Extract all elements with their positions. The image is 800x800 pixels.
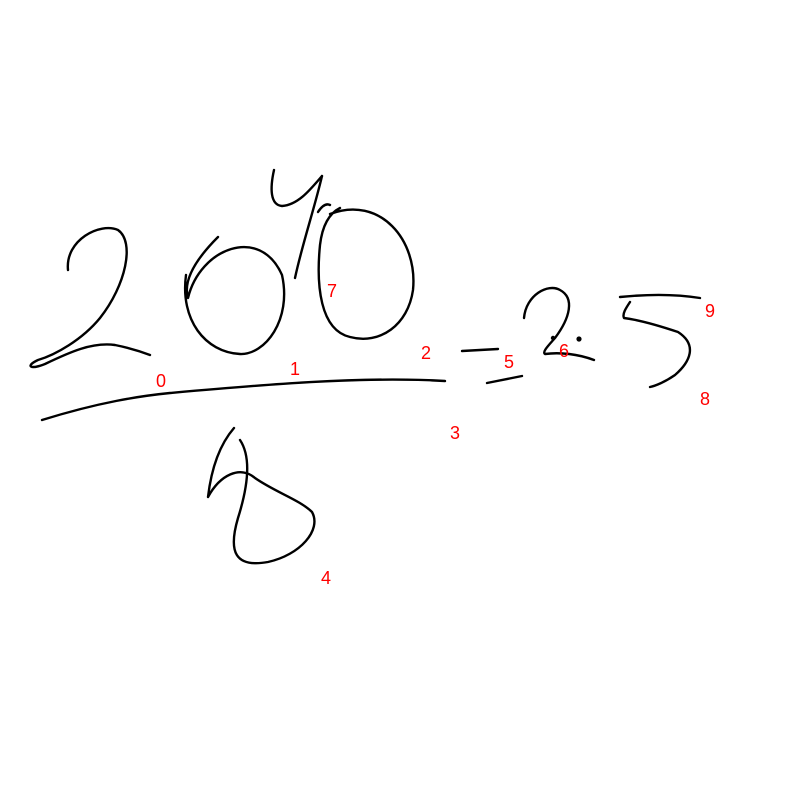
stroke-3 <box>40 378 447 422</box>
stroke-8 <box>622 300 691 389</box>
stroke-1 <box>183 235 286 356</box>
stroke-label-4: 4 <box>321 568 331 588</box>
stroke-label-7: 7 <box>327 281 337 301</box>
stroke-5-dash <box>485 374 524 385</box>
stroke-label-0: 0 <box>156 371 166 391</box>
stroke-label-1: 1 <box>290 359 300 379</box>
stroke-7 <box>270 168 324 208</box>
decimal-dot-1 <box>550 335 556 341</box>
stroke-label-5: 5 <box>504 352 514 372</box>
stroke-5 <box>460 347 500 353</box>
stroke-label-3: 3 <box>450 423 460 443</box>
stroke-label-6: 6 <box>559 341 569 361</box>
stroke-7-stem <box>293 174 324 280</box>
stroke-0 <box>29 227 152 369</box>
stroke-label-2: 2 <box>421 343 431 363</box>
stroke-4 <box>206 426 316 565</box>
stroke-9 <box>618 293 702 300</box>
decimal-dot-2 <box>576 336 582 342</box>
stroke-7-tick <box>316 203 332 214</box>
stroke-2 <box>317 206 415 340</box>
stroke-label-9: 9 <box>705 301 715 321</box>
stroke-label-8: 8 <box>700 389 710 409</box>
